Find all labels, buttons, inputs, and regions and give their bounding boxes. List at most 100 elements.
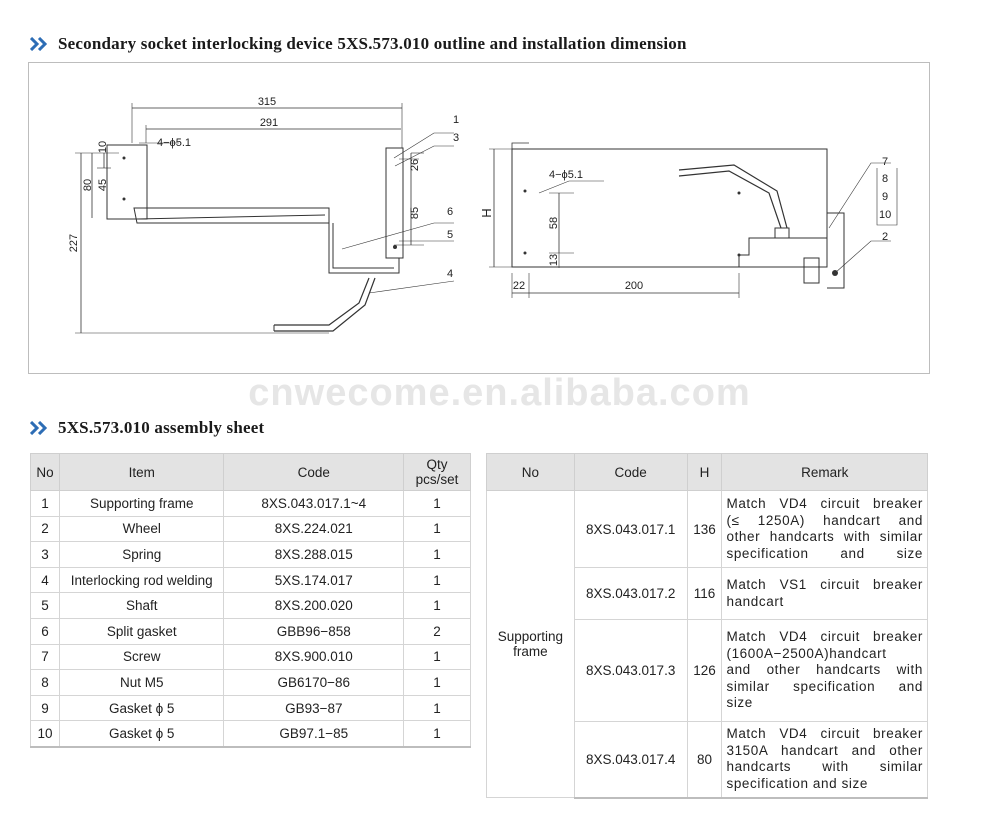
cell-item: Split gasket: [58, 617, 225, 645]
table-row: Supporting frame 8XS.043.017.1 136 Match…: [486, 490, 928, 798]
table-row: 2 Wheel 8XS.224.021 1: [30, 515, 471, 543]
group-label: Supporting: [497, 629, 564, 644]
section-heading-outline: Secondary socket interlocking device 5XS…: [30, 34, 687, 54]
cell-code: GB6170−86: [223, 669, 405, 696]
cell-code: 8XS.043.017.2: [573, 567, 688, 620]
section-heading-assembly: 5XS.573.010 assembly sheet: [30, 418, 264, 438]
cell-qty: 1: [403, 592, 471, 619]
dim-label: 4−ϕ5.1: [157, 137, 191, 149]
remark-line: handcarts with similar: [726, 759, 923, 775]
cell-remark: Match VD4 circuit breaker (1600A−2500A)h…: [721, 619, 928, 722]
cell-item: Gasket ϕ 5: [58, 694, 225, 722]
dim-label: 13: [548, 254, 560, 266]
double-chevron-icon: [30, 421, 48, 435]
cell-qty: 1: [403, 490, 471, 517]
cell-code: GB93−87: [223, 694, 405, 722]
cell-remark: Match VS1 circuit breaker handcart: [721, 567, 928, 620]
cell-no: 3: [30, 541, 60, 568]
remark-line: size: [726, 695, 753, 711]
cell-code: GBB96−858: [223, 617, 405, 645]
qty-unit-label: pcs/set: [415, 472, 459, 487]
cell-h: 116: [686, 567, 723, 620]
cell-qty: 1: [403, 694, 471, 722]
cell-no: 10: [30, 720, 60, 748]
remark-line: and other handcarts with: [726, 662, 923, 678]
remark-line: specification and size: [726, 545, 923, 561]
section-title: 5XS.573.010 assembly sheet: [58, 418, 265, 437]
remark-line: (1600A−2500A)handcart: [726, 645, 887, 661]
callout-label: 9: [882, 191, 888, 203]
cell-code: 8XS.043.017.4: [573, 721, 688, 799]
remark-line: similar specification and: [726, 678, 923, 694]
cell-item: Spring: [58, 541, 225, 568]
cell-no: 4: [30, 566, 60, 594]
group-cell-supporting-frame: Supporting frame: [486, 490, 575, 798]
cell-qty: 2: [403, 617, 471, 645]
callout-label: 1: [453, 114, 459, 126]
watermark: cnwecome.en.alibaba.com: [248, 372, 751, 414]
callout-label: 4: [447, 268, 453, 280]
table-row: 8XS.043.017.3 126 Match VD4 circuit brea…: [487, 619, 928, 722]
technical-drawing: 315 291 10 45 80 227 4−ϕ5.1 26 85 1 3 6 …: [28, 62, 930, 374]
cell-code: 8XS.200.020: [223, 592, 405, 619]
table-header-row: No Item Code Qty pcs/set: [30, 453, 471, 491]
callout-label: 8: [882, 173, 888, 185]
column-header-item: Item: [58, 453, 225, 491]
table-row: 6 Split gasket GBB96−858 2: [30, 617, 471, 645]
remark-line: Match VD4 circuit breaker: [726, 496, 923, 511]
qty-label: Qty: [426, 457, 448, 472]
group-label: frame: [513, 644, 548, 659]
table-row: 4 Interlocking rod welding 5XS.174.017 1: [30, 566, 471, 594]
cell-item: Gasket ϕ 5: [58, 720, 225, 748]
cell-item: Interlocking rod welding: [58, 566, 225, 594]
column-header-qty: Qty pcs/set: [403, 453, 471, 491]
cell-no: 1: [30, 490, 60, 517]
cell-code: 8XS.043.017.3: [573, 619, 688, 722]
remark-line: specification and size: [726, 775, 868, 791]
cell-no: 7: [30, 643, 60, 671]
callout-label: 10: [879, 209, 891, 221]
double-chevron-icon: [30, 37, 48, 51]
dim-label: 227: [68, 234, 80, 252]
table-row: 8XS.043.017.4 80 Match VD4 circuit break…: [487, 721, 928, 799]
cell-qty: 1: [403, 566, 471, 594]
outline-drawing-svg: 315 291 10 45 80 227 4−ϕ5.1 26 85 1 3 6 …: [68, 96, 898, 334]
dim-label: 45: [97, 179, 109, 191]
table-row: 7 Screw 8XS.900.010 1: [30, 643, 471, 671]
cell-item: Supporting frame: [58, 490, 225, 517]
dim-label: 80: [82, 179, 94, 191]
callout-label: 6: [447, 206, 453, 218]
cell-item: Screw: [58, 643, 225, 671]
table-row: 8 Nut M5 GB6170−86 1: [30, 669, 471, 696]
cell-qty: 1: [403, 515, 471, 543]
dim-label: 200: [625, 280, 643, 292]
dim-label: 315: [258, 96, 276, 108]
cell-item: Shaft: [58, 592, 225, 619]
remark-line: (≤ 1250A) handcart and: [726, 512, 923, 528]
dim-label: 4−ϕ5.1: [549, 169, 583, 181]
cell-code: 8XS.043.017.1~4: [223, 490, 405, 517]
table-row: 9 Gasket ϕ 5 GB93−87 1: [30, 694, 471, 722]
column-header-h: H: [686, 453, 723, 491]
cell-qty: 1: [403, 643, 471, 671]
column-header-code: Code: [573, 453, 688, 491]
cell-qty: 1: [403, 541, 471, 568]
cell-no: 6: [30, 617, 60, 645]
dim-label: H: [479, 208, 494, 217]
column-header-no: No: [486, 453, 575, 491]
cell-no: 2: [30, 515, 60, 543]
dim-label: 291: [260, 117, 278, 129]
table-row: 1 Supporting frame 8XS.043.017.1~4 1: [30, 490, 471, 517]
cell-qty: 1: [403, 720, 471, 748]
table-row: 5 Shaft 8XS.200.020 1: [30, 592, 471, 619]
column-header-code: Code: [223, 453, 405, 491]
cell-code: 8XS.043.017.1: [573, 490, 688, 568]
table-row: 10 Gasket ϕ 5 GB97.1−85 1: [30, 720, 471, 748]
callout-label: 3: [453, 132, 459, 144]
callout-label: 5: [447, 229, 453, 241]
cell-code: 8XS.288.015: [223, 541, 405, 568]
cell-no: 8: [30, 669, 60, 696]
remark-line: Match VD4 circuit breaker: [726, 726, 923, 742]
table-header-row: No Code H Remark: [486, 453, 928, 491]
cell-h: 136: [686, 490, 723, 568]
